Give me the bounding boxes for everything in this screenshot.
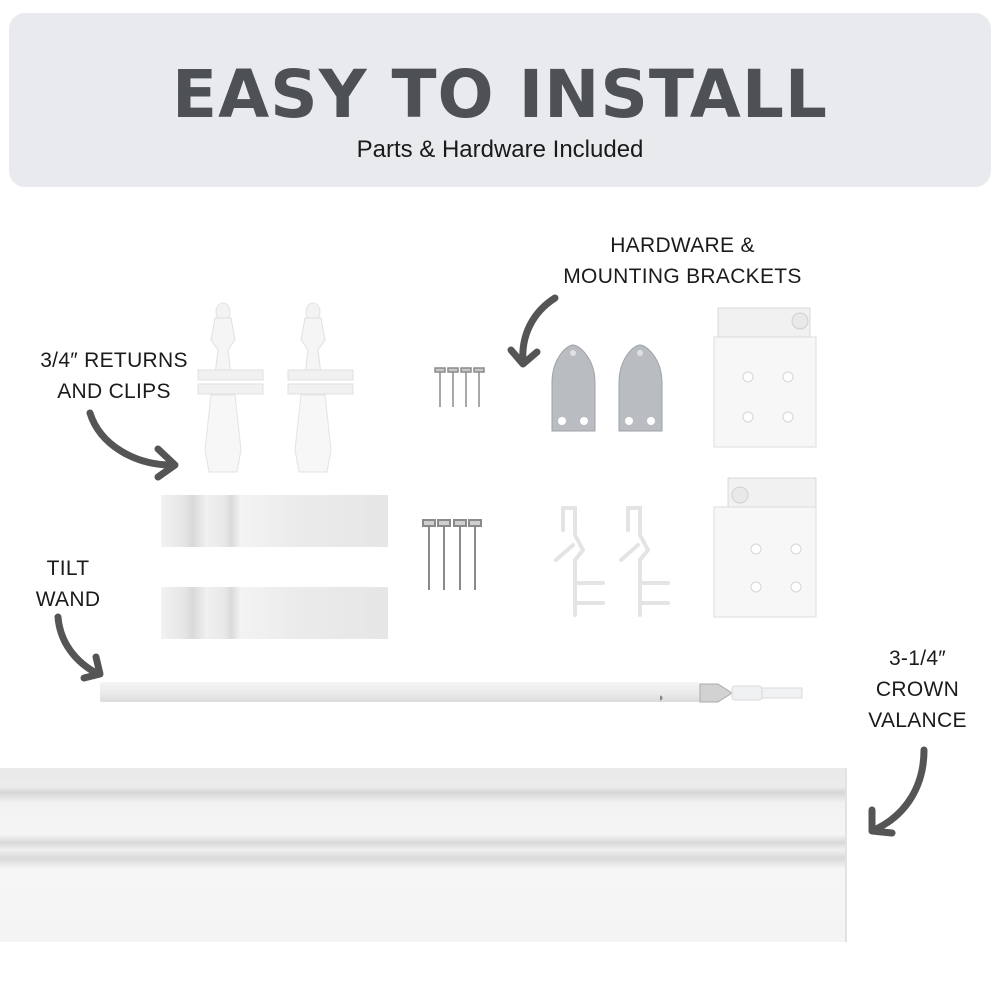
curved-arrow-icon — [54, 613, 104, 682]
curved-arrow-icon — [507, 294, 559, 368]
returns-clips-label: 3/4″ RETURNS AND CLIPS — [28, 345, 200, 407]
header-banner: EASY TO INSTALL Parts & Hardware Include… — [9, 13, 991, 187]
tilt-wand-image — [100, 682, 700, 702]
hold-down-bracket-image — [618, 344, 663, 432]
crown-valance-image — [0, 768, 847, 942]
curved-arrow-icon — [868, 746, 928, 837]
label-line: TILT — [46, 557, 90, 580]
label-line: MOUNTING BRACKETS — [563, 265, 802, 288]
label-line: WAND — [35, 588, 101, 611]
return-clip-image — [197, 302, 264, 473]
label-line: HARDWARE & — [610, 234, 755, 257]
page-title: EASY TO INSTALL — [172, 56, 828, 133]
box-bracket-image — [713, 477, 817, 618]
return-strip-image — [161, 587, 388, 639]
page-subtitle: Parts & Hardware Included — [356, 136, 644, 163]
box-bracket-image — [713, 307, 817, 448]
crown-valance-label: 3-1/4″ CROWN VALANCE — [850, 643, 985, 736]
long-screws-image — [422, 519, 482, 590]
label-line: AND CLIPS — [57, 380, 171, 403]
valance-clip-image — [554, 506, 605, 617]
valance-clip-image — [619, 506, 670, 617]
label-line: VALANCE — [868, 709, 967, 732]
return-strip-image — [161, 495, 388, 547]
small-screws-image — [434, 367, 485, 407]
label-line: 3-1/4″ — [888, 647, 947, 670]
return-clip-image — [287, 302, 354, 473]
wand-hook-image — [660, 683, 803, 703]
label-line: CROWN — [875, 678, 960, 701]
tilt-wand-label: TILT WAND — [18, 553, 118, 615]
label-line: 3/4″ RETURNS — [40, 349, 188, 372]
hardware-brackets-label: HARDWARE & MOUNTING BRACKETS — [540, 230, 825, 292]
curved-arrow-icon — [86, 409, 179, 481]
hold-down-bracket-image — [551, 344, 596, 432]
